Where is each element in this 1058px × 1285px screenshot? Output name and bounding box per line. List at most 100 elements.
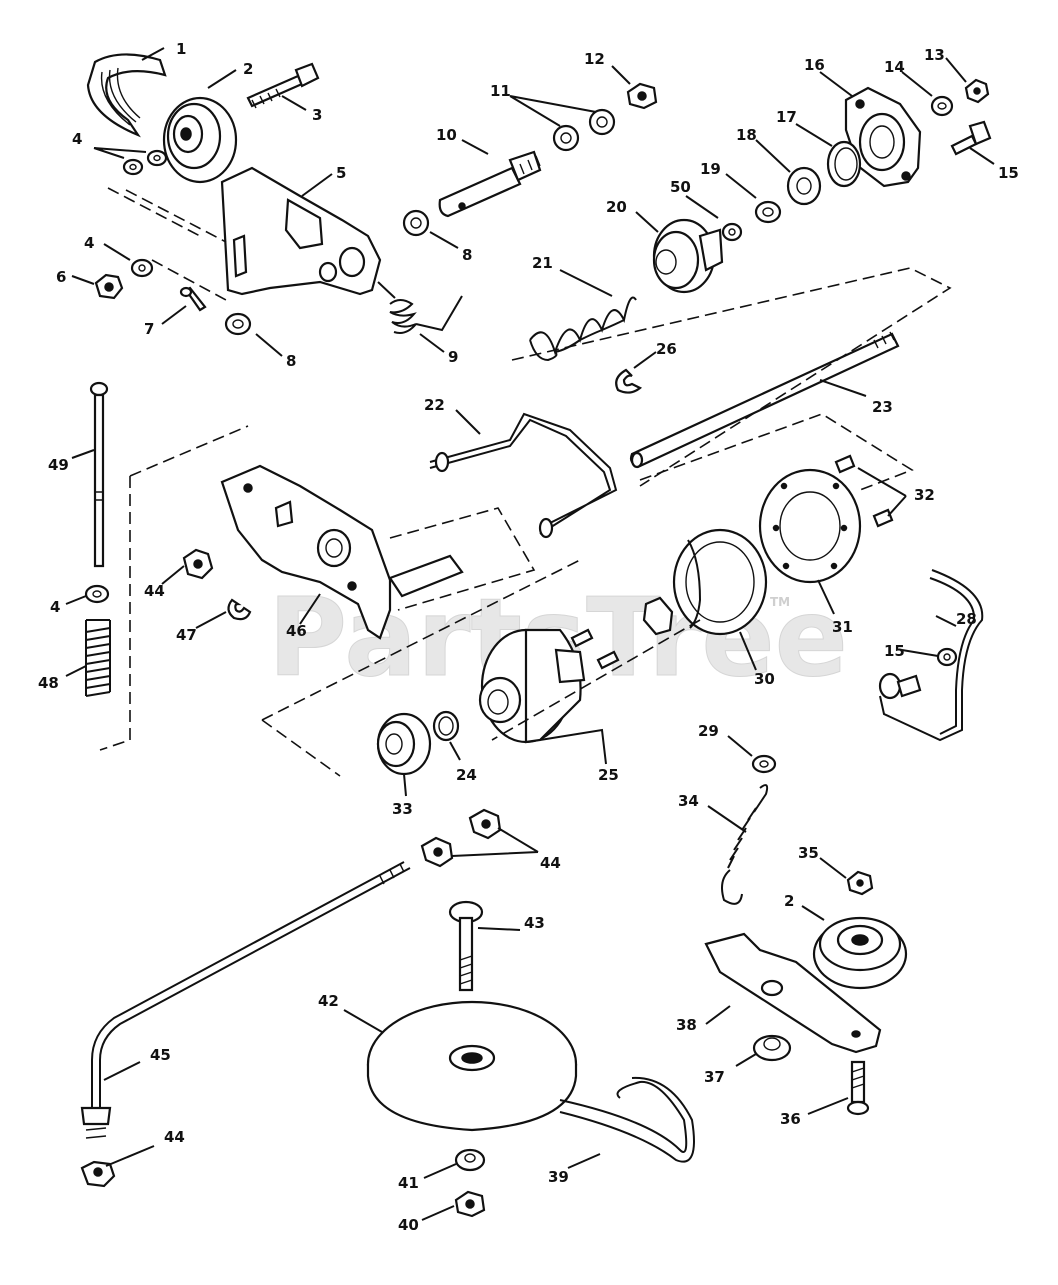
callout-33: 33 — [392, 800, 413, 818]
callout-48: 48 — [38, 674, 59, 692]
callout-12: 12 — [584, 50, 605, 68]
nut-29 — [751, 754, 777, 774]
callout-11: 11 — [490, 82, 511, 100]
shaft-10 — [438, 150, 542, 218]
callout-4: 4 — [72, 130, 82, 148]
callout-25: 25 — [598, 766, 619, 784]
callout-37: 37 — [704, 1068, 725, 1086]
lockwasher-50 — [721, 222, 743, 242]
spring-48 — [85, 619, 111, 697]
washer-41 — [454, 1148, 486, 1172]
pulley-2-lower — [812, 916, 908, 990]
rod-22 — [429, 412, 618, 539]
callout-42: 42 — [318, 992, 339, 1010]
nut-12 — [626, 82, 658, 110]
drum-30 — [672, 528, 768, 636]
callout-44: 44 — [164, 1128, 185, 1146]
bearing-18 — [786, 166, 822, 206]
callout-31: 31 — [832, 618, 853, 636]
clutch-20 — [652, 218, 724, 294]
bracket-5 — [220, 166, 382, 296]
bolt-36 — [846, 1060, 870, 1116]
belt-1 — [86, 53, 167, 138]
bushing-8-top — [402, 209, 430, 237]
callout-6: 6 — [56, 268, 66, 286]
callout-15: 15 — [884, 642, 905, 660]
bushing-37 — [752, 1034, 792, 1062]
cotter-pin-7 — [179, 286, 207, 312]
callout-4: 4 — [50, 598, 60, 616]
callout-50: 50 — [670, 178, 691, 196]
plate-31 — [758, 468, 862, 584]
belt-39 — [559, 1076, 695, 1163]
callout-16: 16 — [804, 56, 825, 74]
callout-21: 21 — [532, 254, 553, 272]
leader-lines — [65, 47, 995, 1221]
callout-23: 23 — [872, 398, 893, 416]
callout-5: 5 — [336, 164, 346, 182]
callout-9: 9 — [448, 348, 458, 366]
spring-34 — [721, 784, 769, 905]
callout-18: 18 — [736, 126, 757, 144]
lockwasher-15-right — [936, 647, 958, 667]
dashed-outlines — [99, 187, 952, 777]
washers-11 — [552, 108, 616, 152]
callout-46: 46 — [286, 622, 307, 640]
nut-13 — [964, 78, 990, 104]
nuts-44-lower — [420, 808, 502, 868]
bearing-33 — [376, 712, 432, 776]
bolt-15-top — [950, 120, 992, 156]
ring-24 — [432, 710, 460, 742]
callout-26: 26 — [656, 340, 677, 358]
callout-8: 8 — [462, 246, 472, 264]
washer-4-rod — [84, 584, 110, 604]
spacer-hex — [642, 596, 674, 636]
bracket-46 — [220, 464, 536, 640]
nut-44-bottom — [80, 1160, 116, 1188]
callout-19: 19 — [700, 160, 721, 178]
callout-36: 36 — [780, 1110, 801, 1128]
callout-24: 24 — [456, 766, 477, 784]
callout-10: 10 — [436, 126, 457, 144]
nut-35 — [846, 870, 874, 896]
rod-28 — [878, 569, 984, 742]
callout-4: 4 — [84, 234, 94, 252]
ring-26 — [615, 368, 643, 394]
bracket-38 — [704, 932, 882, 1054]
callout-43: 43 — [524, 914, 545, 932]
callout-39: 39 — [548, 1168, 569, 1186]
bolt-3 — [246, 62, 320, 109]
washers-4-top — [122, 149, 168, 176]
callout-7: 7 — [144, 320, 154, 338]
callout-44: 44 — [540, 854, 561, 872]
spring-9 — [377, 281, 463, 334]
callout-14: 14 — [884, 58, 905, 76]
pulley-2 — [162, 96, 238, 184]
washer-14 — [930, 95, 954, 117]
clutch-body-25 — [478, 628, 586, 744]
callout-2: 2 — [784, 892, 794, 910]
callout-8: 8 — [286, 352, 296, 370]
watermark-trademark: TM — [770, 595, 790, 609]
callout-1: 1 — [176, 40, 186, 58]
callout-44: 44 — [144, 582, 165, 600]
callout-40: 40 — [398, 1216, 419, 1234]
callout-47: 47 — [176, 626, 197, 644]
callout-34: 34 — [678, 792, 699, 810]
callout-3: 3 — [312, 106, 322, 124]
callout-15: 15 — [998, 164, 1019, 182]
callout-20: 20 — [606, 198, 627, 216]
pulley-42 — [366, 1000, 578, 1132]
callout-17: 17 — [776, 108, 797, 126]
bolt-43 — [448, 900, 484, 992]
callout-45: 45 — [150, 1046, 171, 1064]
bolts-32 — [834, 454, 894, 528]
spring-21 — [529, 296, 637, 362]
callout-2: 2 — [243, 60, 253, 78]
washer-19 — [754, 200, 782, 224]
rod-49 — [89, 381, 109, 568]
callout-35: 35 — [798, 844, 819, 862]
callout-29: 29 — [698, 722, 719, 740]
